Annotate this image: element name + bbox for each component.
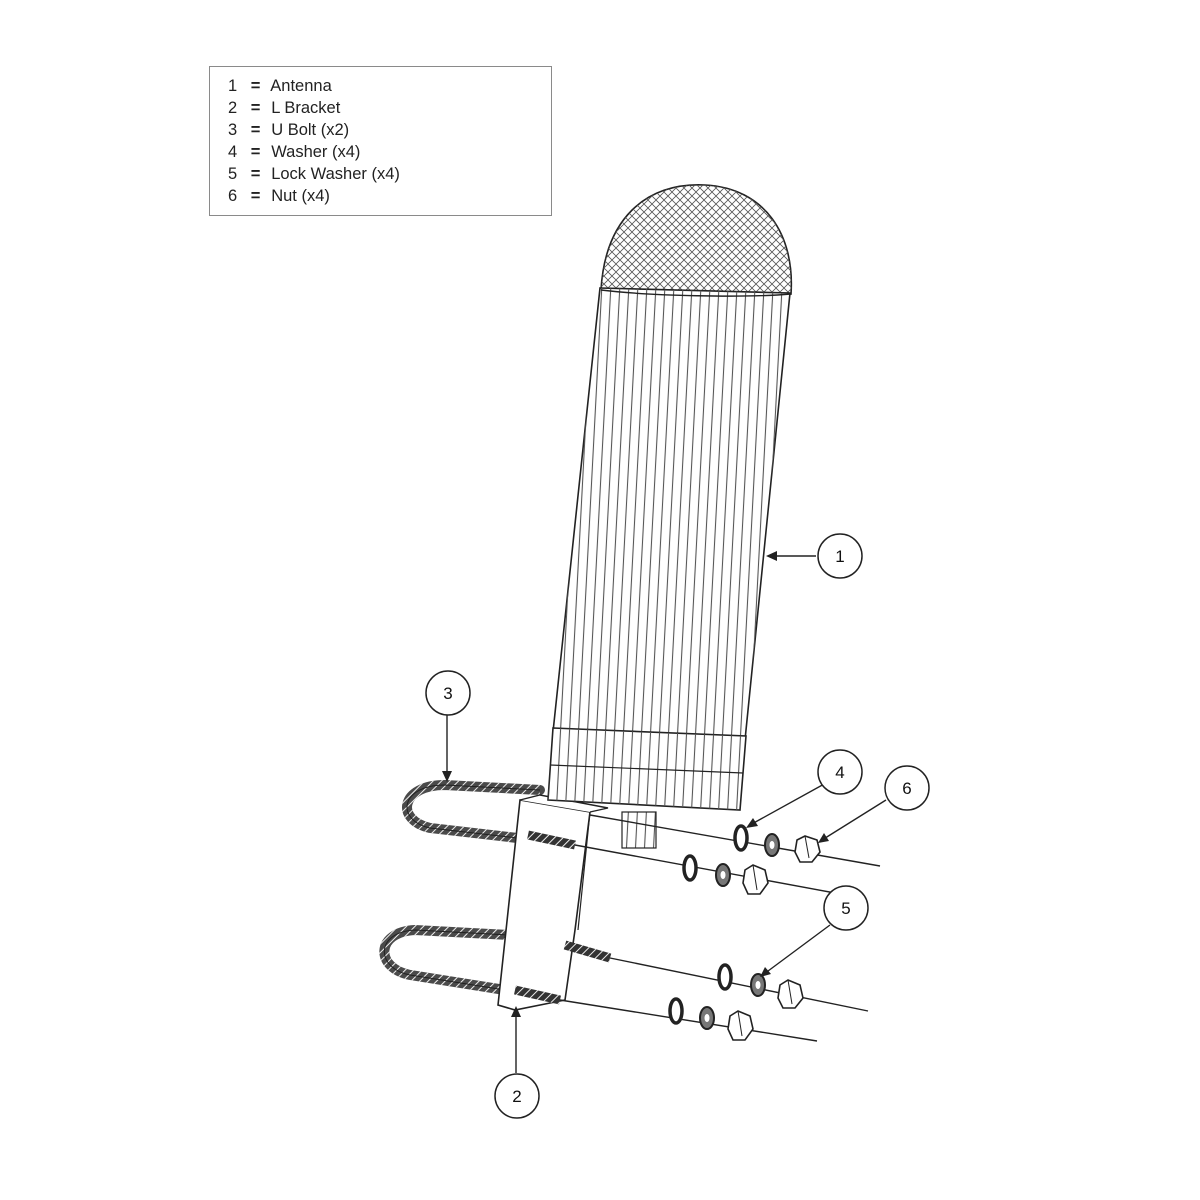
legend-item-nut: 6 = Nut (x4): [228, 185, 551, 207]
callout-label: 3: [443, 684, 452, 703]
legend-label: L Bracket: [271, 99, 341, 117]
legend-number: 3: [228, 121, 238, 139]
leader-arrowheads: [442, 551, 829, 1017]
washer-icon: [717, 963, 733, 991]
callout-label: 5: [841, 899, 850, 918]
legend-item-u-bolt: 3 = U Bolt (x2): [228, 119, 551, 141]
legend-label: Antenna: [270, 77, 332, 95]
u-bolt-lower: [379, 924, 515, 995]
callout-antenna: 1: [817, 533, 863, 579]
legend-equals: =: [250, 187, 261, 205]
legend-label: Washer (x4): [271, 143, 361, 161]
callout-nut: 6: [884, 765, 930, 811]
legend-equals: =: [250, 121, 261, 139]
hardware-row-1: [733, 824, 821, 863]
legend-number: 4: [228, 143, 238, 161]
legend-number: 5: [228, 165, 238, 183]
legend-label: U Bolt (x2): [271, 121, 350, 139]
hardware-row-3: [717, 963, 804, 1009]
callout-label: 4: [835, 763, 844, 782]
callout-label: 6: [902, 779, 911, 798]
l-bracket: [497, 794, 609, 1011]
washer-icon: [733, 824, 749, 852]
explode-lines: [559, 814, 881, 1042]
legend-equals: =: [250, 77, 261, 95]
legend-equals: =: [250, 165, 261, 183]
legend-number: 2: [228, 99, 238, 117]
legend-equals: =: [250, 143, 261, 161]
hardware-row-2: [682, 854, 769, 895]
legend-label: Nut (x4): [271, 187, 330, 205]
antenna: [547, 184, 793, 849]
legend-item-antenna: 1 = Antenna: [228, 75, 551, 97]
legend-item-washer: 4 = Washer (x4): [228, 141, 551, 163]
callout-u-bolt: 3: [425, 670, 471, 716]
callout-lock-washer: 5: [823, 885, 869, 931]
callout-l-bracket: 2: [494, 1073, 540, 1119]
u-bolt-upper: [402, 779, 545, 845]
washer-icon: [668, 997, 684, 1025]
legend-item-lock-washer: 5 = Lock Washer (x4): [228, 163, 551, 185]
legend-item-l-bracket: 2 = L Bracket: [228, 97, 551, 119]
washer-icon: [682, 854, 698, 882]
hardware-row-4: [668, 997, 754, 1041]
callout-label: 2: [512, 1087, 521, 1106]
callout-washer: 4: [817, 749, 863, 795]
leader-lines: [446, 555, 887, 1073]
legend-number: 6: [228, 187, 238, 205]
parts-legend: 1 = Antenna 2 = L Bracket 3 = U Bolt (x2…: [209, 66, 552, 216]
threaded-rods: [514, 830, 612, 1005]
legend-label: Lock Washer (x4): [271, 165, 400, 183]
legend-equals: =: [250, 99, 261, 117]
legend-number: 1: [228, 77, 238, 95]
callout-label: 1: [835, 547, 844, 566]
